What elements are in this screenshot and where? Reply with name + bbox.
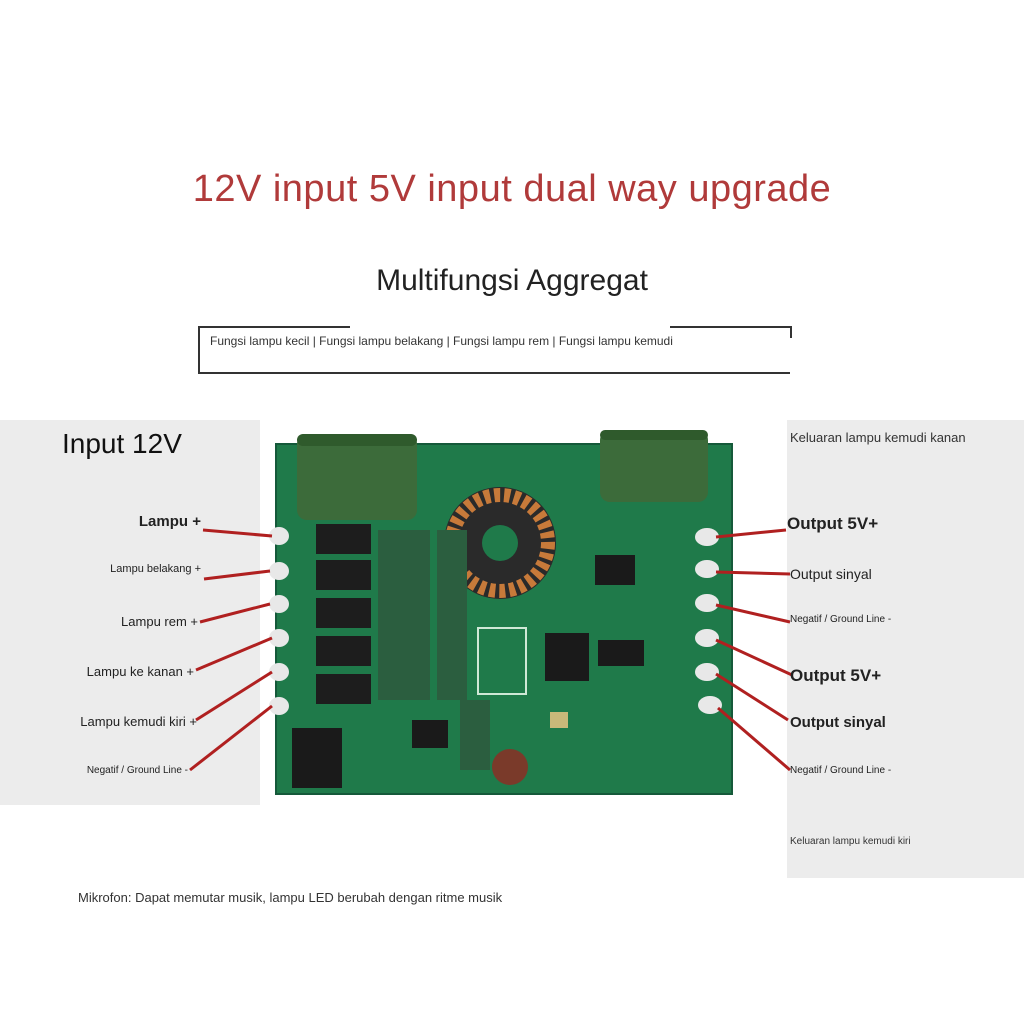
- right-label-sinyal-1: Output sinyal: [790, 566, 872, 582]
- subtitle: Multifungsi Aggregat: [376, 264, 648, 297]
- right-label-output-5v-2: Output 5V+: [790, 666, 882, 685]
- right-bottom-note: Keluaran lampu kemudi kiri: [790, 836, 911, 847]
- left-label-lampu-kiri: Lampu kemudi kiri +: [80, 714, 197, 729]
- right-label-output-5v-1: Output 5V+: [787, 514, 879, 533]
- function-list: Fungsi lampu kecil | Fungsi lampu belaka…: [210, 334, 673, 348]
- right-label-ground-2: Negatif / Ground Line -: [790, 765, 892, 776]
- right-top-note: Keluaran lampu kemudi kanan: [790, 430, 966, 445]
- left-label-ground: Negatif / Ground Line -: [86, 765, 188, 776]
- mic-note: Mikrofon: Dapat memutar musik, lampu LED…: [78, 890, 503, 905]
- right-label-ground-1: Negatif / Ground Line -: [790, 614, 892, 625]
- headline: 12V input 5V input dual way upgrade: [192, 168, 832, 210]
- left-panel: [0, 420, 260, 805]
- function-box: Fungsi lampu kecil | Fungsi lampu belaka…: [198, 326, 792, 374]
- left-label-lampu: Lampu +: [138, 513, 201, 530]
- input-title: Input 12V: [62, 428, 182, 459]
- right-panel: [787, 420, 1024, 878]
- left-label-lampu-belakang: Lampu belakang +: [110, 563, 201, 575]
- left-label-lampu-kanan: Lampu ke kanan +: [86, 664, 194, 679]
- right-label-sinyal-2: Output sinyal: [790, 714, 886, 731]
- left-label-lampu-rem: Lampu rem +: [121, 614, 198, 629]
